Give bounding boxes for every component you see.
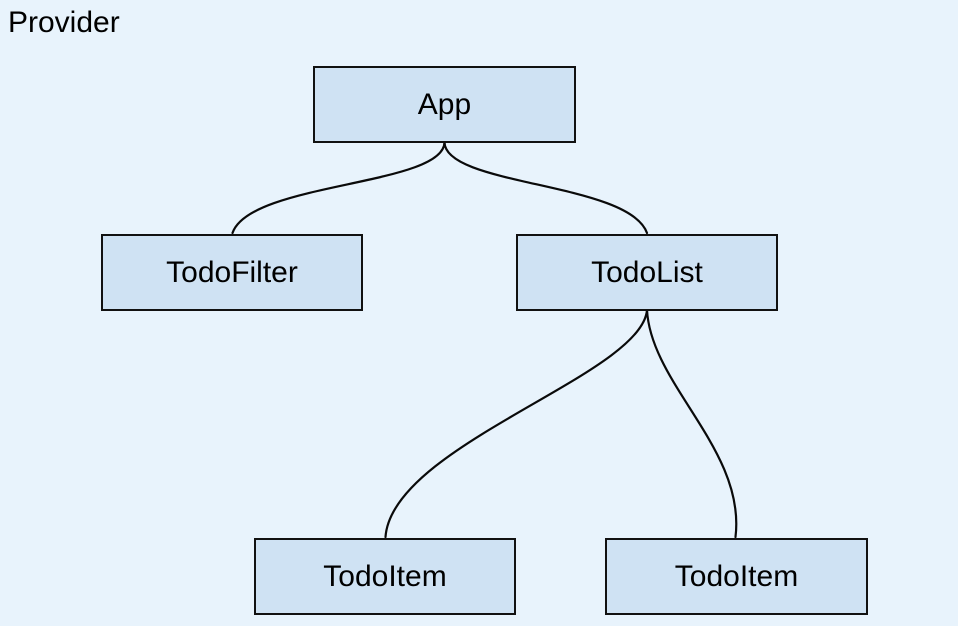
node-todoitem-left: TodoItem: [254, 538, 516, 615]
node-app: App: [313, 66, 576, 143]
node-todofilter: TodoFilter: [101, 234, 363, 311]
node-todofilter-label: TodoFilter: [166, 255, 298, 289]
node-todoitem-right: TodoItem: [605, 538, 868, 615]
node-todolist-label: TodoList: [591, 255, 703, 289]
node-todoitem-left-label: TodoItem: [323, 559, 447, 593]
node-todolist: TodoList: [516, 234, 778, 311]
connector-todolist-todoitem-right: [645, 308, 738, 539]
node-app-label: App: [417, 87, 472, 121]
connector-app-todolist: [443, 140, 649, 235]
connector-todolist-todoitem-left: [384, 308, 649, 539]
connector-app-todofilter: [231, 140, 446, 235]
node-todoitem-right-label: TodoItem: [674, 559, 799, 593]
provider-label: Provider: [8, 6, 120, 39]
